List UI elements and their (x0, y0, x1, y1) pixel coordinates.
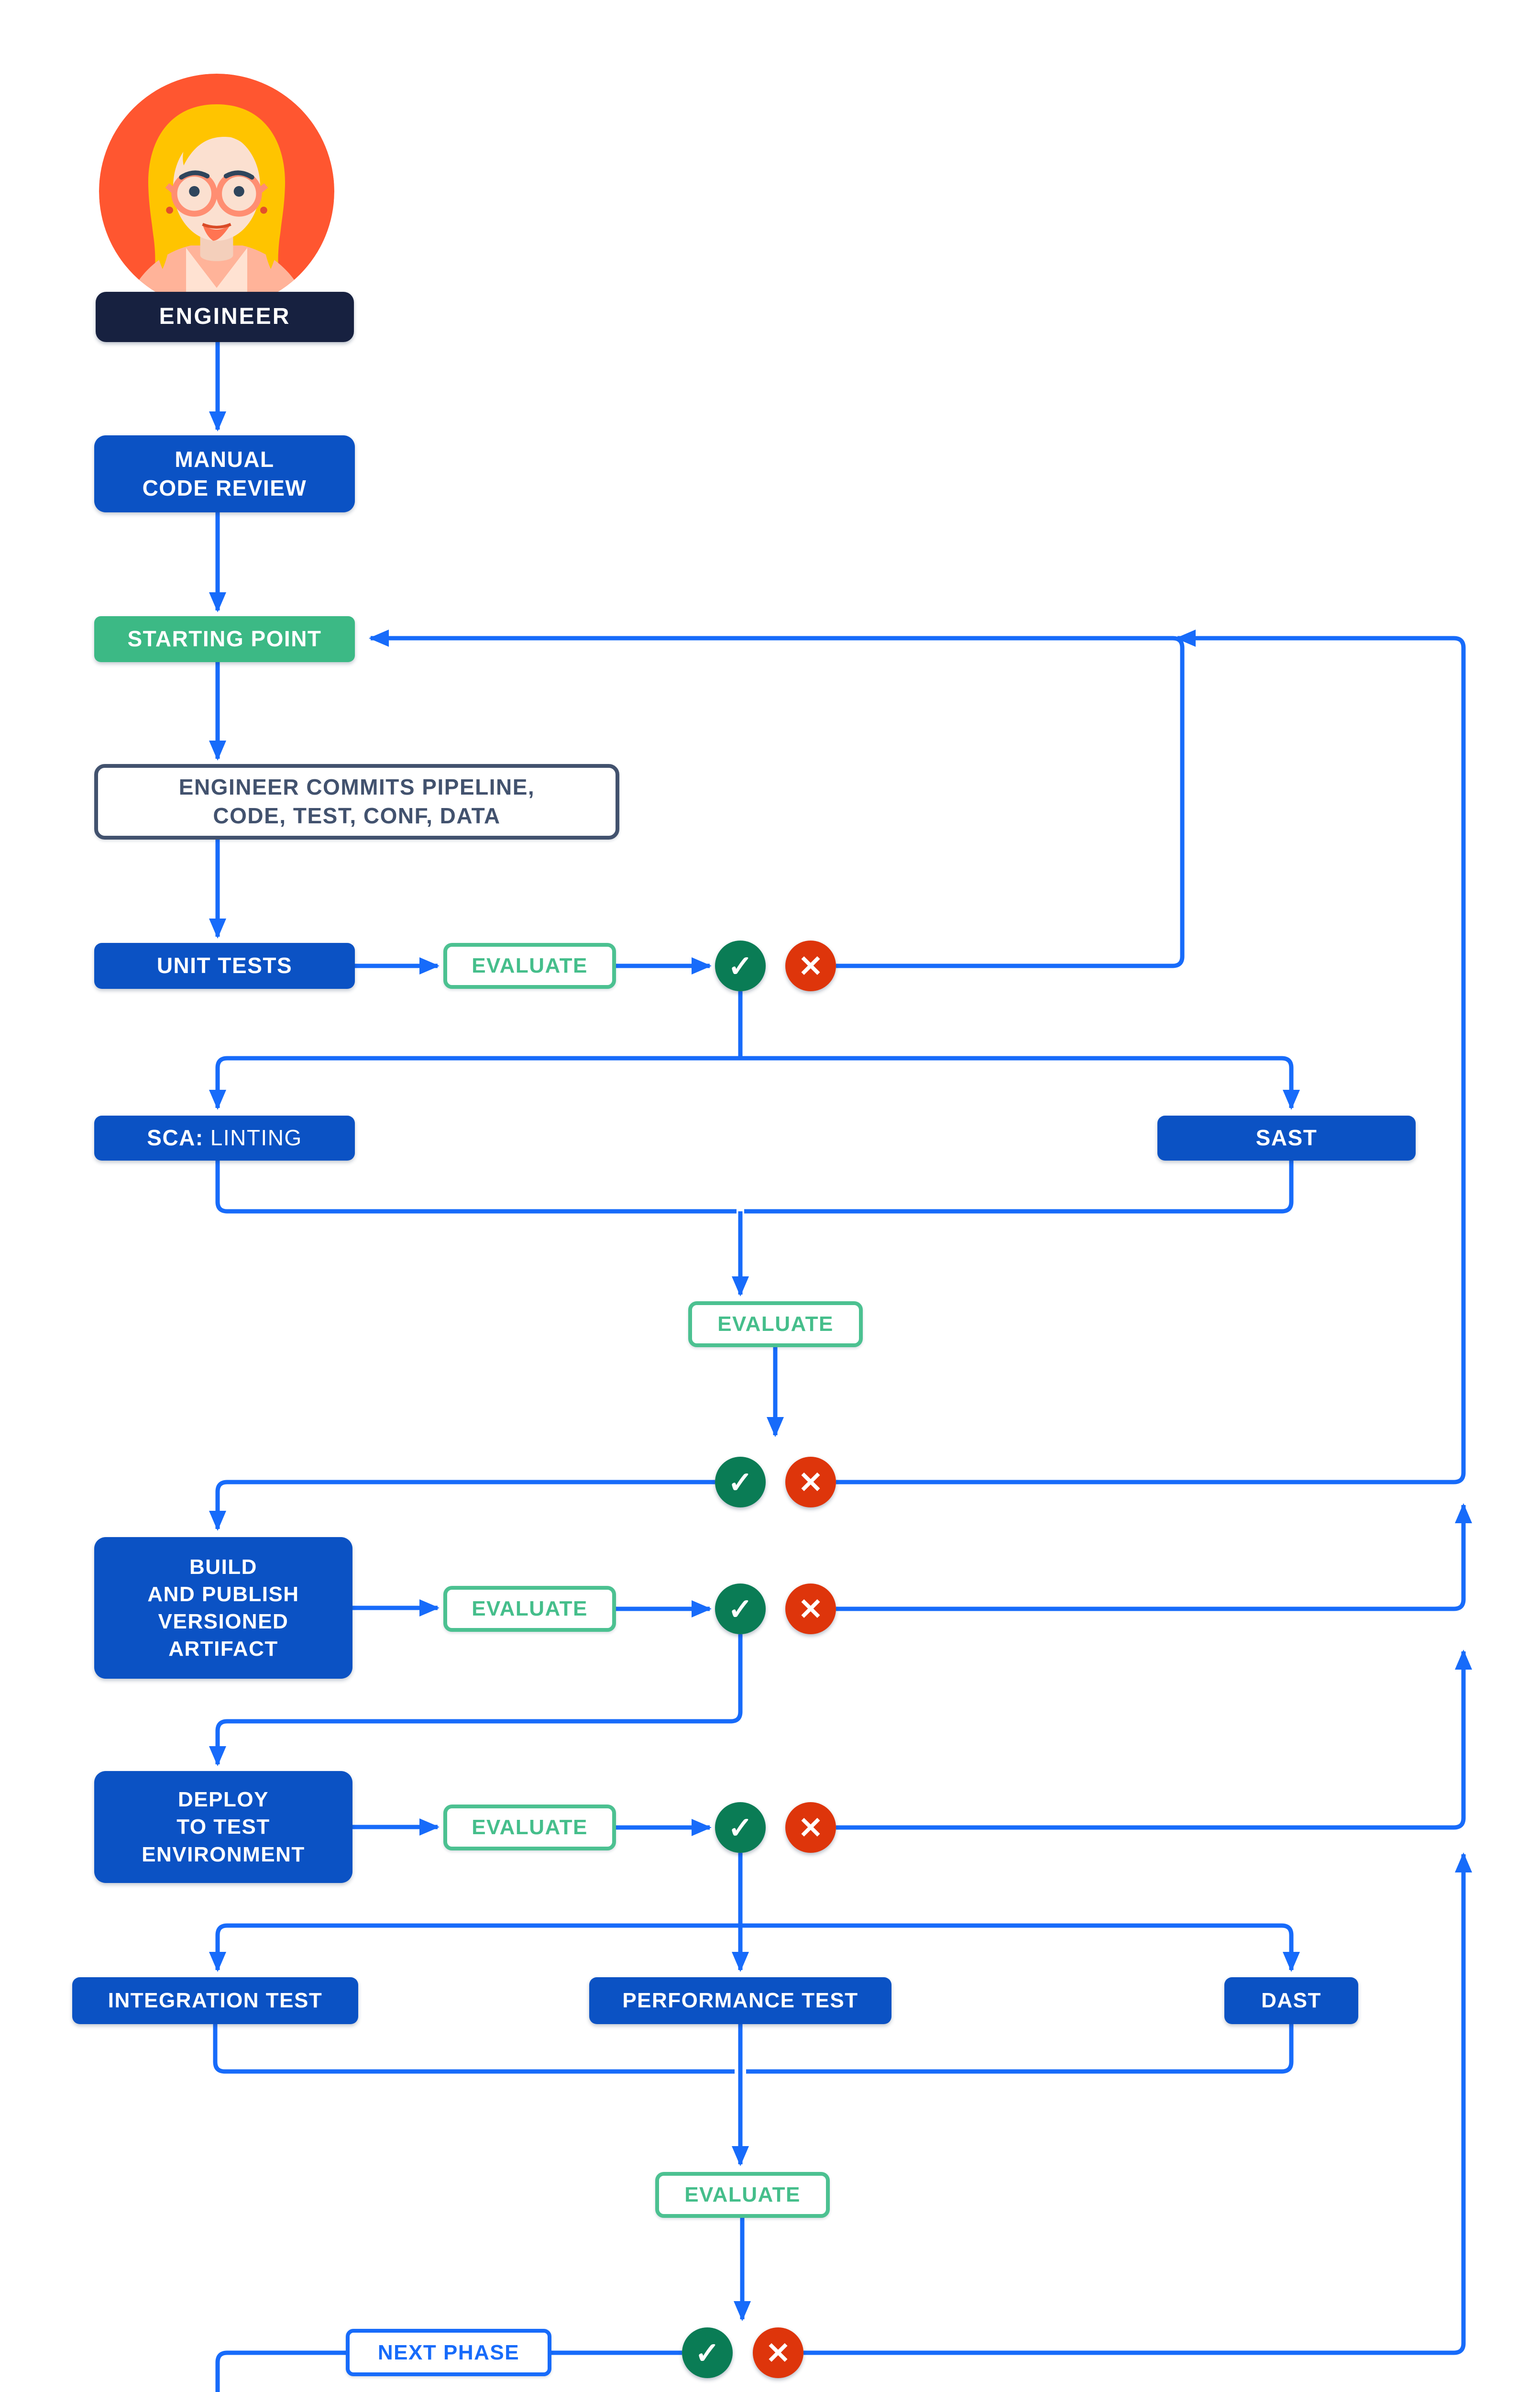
deploy-test-env-node: DEPLOY TO TEST ENVIRONMENT (94, 1771, 352, 1883)
fail-icon-final: ✕ (753, 2327, 803, 2378)
engineer-commits-line1: ENGINEER COMMITS PIPELINE, (178, 775, 535, 800)
dast-label: DAST (1261, 1989, 1321, 2013)
unit-tests-node: UNIT TESTS (94, 943, 355, 989)
evaluate-build-node: EVALUATE (443, 1586, 616, 1632)
build-line1: BUILD (189, 1555, 257, 1579)
sca-prefix: SCA: (147, 1125, 204, 1151)
evaluate-deploy-node: EVALUATE (443, 1805, 616, 1850)
build-line4: ARTIFACT (168, 1637, 278, 1661)
build-line2: AND PUBLISH (147, 1582, 299, 1606)
evaluate-tests-node: EVALUATE (655, 2172, 830, 2218)
sast-label: SAST (1255, 1125, 1318, 1151)
build-artifact-node: BUILD AND PUBLISH VERSIONED ARTIFACT (94, 1537, 352, 1679)
pass-icon-sca-sast: ✓ (715, 1457, 766, 1507)
next-phase-node: NEXT PHASE (346, 2329, 551, 2376)
x-icon: ✕ (798, 950, 823, 983)
evaluate-label: EVALUATE (717, 1312, 834, 1336)
engineer-label: ENGINEER (96, 292, 354, 342)
check-icon: ✓ (728, 1466, 753, 1499)
fail-icon-deploy: ✕ (785, 1802, 836, 1853)
check-icon: ✓ (728, 950, 753, 983)
pass-icon-deploy: ✓ (715, 1802, 766, 1853)
unit-tests-label: UNIT TESTS (156, 953, 293, 978)
fail-icon-sca-sast: ✕ (785, 1457, 836, 1507)
performance-test-node: PERFORMANCE TEST (589, 1977, 891, 2024)
sca-linting-label: SCA: LINTING (147, 1124, 302, 1152)
performance-test-label: PERFORMANCE TEST (622, 1989, 858, 2013)
deploy-line1: DEPLOY (178, 1788, 269, 1812)
starting-point-label: STARTING POINT (127, 626, 322, 652)
sca-linting-node: SCA: LINTING (94, 1116, 355, 1161)
x-icon: ✕ (798, 1593, 823, 1626)
deploy-line3: ENVIRONMENT (142, 1842, 305, 1866)
evaluate-unit-tests-node: EVALUATE (443, 943, 616, 989)
fail-icon-build: ✕ (785, 1584, 836, 1634)
evaluate-label: EVALUATE (472, 1597, 588, 1621)
evaluate-label: EVALUATE (472, 954, 588, 978)
engineer-commits-line2: CODE, TEST, CONF, DATA (213, 803, 501, 828)
engineer-avatar (99, 74, 334, 309)
build-line3: VERSIONED (158, 1610, 289, 1633)
check-icon: ✓ (728, 1593, 753, 1626)
pass-icon-final: ✓ (682, 2327, 733, 2378)
fail-icon-unit-tests: ✕ (785, 941, 836, 991)
integration-test-node: INTEGRATION TEST (72, 1977, 358, 2024)
engineer-avatar-icon (99, 74, 334, 309)
sast-node: SAST (1157, 1116, 1416, 1161)
manual-code-review-node: MANUAL CODE REVIEW (94, 435, 355, 512)
x-icon: ✕ (798, 1811, 823, 1845)
evaluate-label: EVALUATE (684, 2183, 801, 2207)
integration-test-label: INTEGRATION TEST (108, 1989, 323, 2013)
manual-code-review-line1: MANUAL (175, 446, 275, 472)
next-phase-label: NEXT PHASE (377, 2340, 520, 2364)
check-icon: ✓ (728, 1811, 753, 1845)
check-icon: ✓ (695, 2337, 720, 2370)
x-icon: ✕ (766, 2337, 791, 2370)
dast-node: DAST (1224, 1977, 1358, 2024)
manual-code-review-line2: CODE REVIEW (142, 475, 307, 500)
pass-icon-unit-tests: ✓ (715, 941, 766, 991)
sca-rest: LINTING (210, 1125, 302, 1151)
engineer-commits-node: ENGINEER COMMITS PIPELINE, CODE, TEST, C… (94, 764, 619, 840)
evaluate-sca-sast-node: EVALUATE (688, 1301, 863, 1347)
starting-point-node: STARTING POINT (94, 616, 355, 662)
pass-icon-build: ✓ (715, 1584, 766, 1634)
engineer-label-text: ENGINEER (159, 304, 291, 330)
deploy-line2: TO TEST (176, 1815, 270, 1839)
x-icon: ✕ (798, 1466, 823, 1499)
evaluate-label: EVALUATE (472, 1816, 588, 1839)
